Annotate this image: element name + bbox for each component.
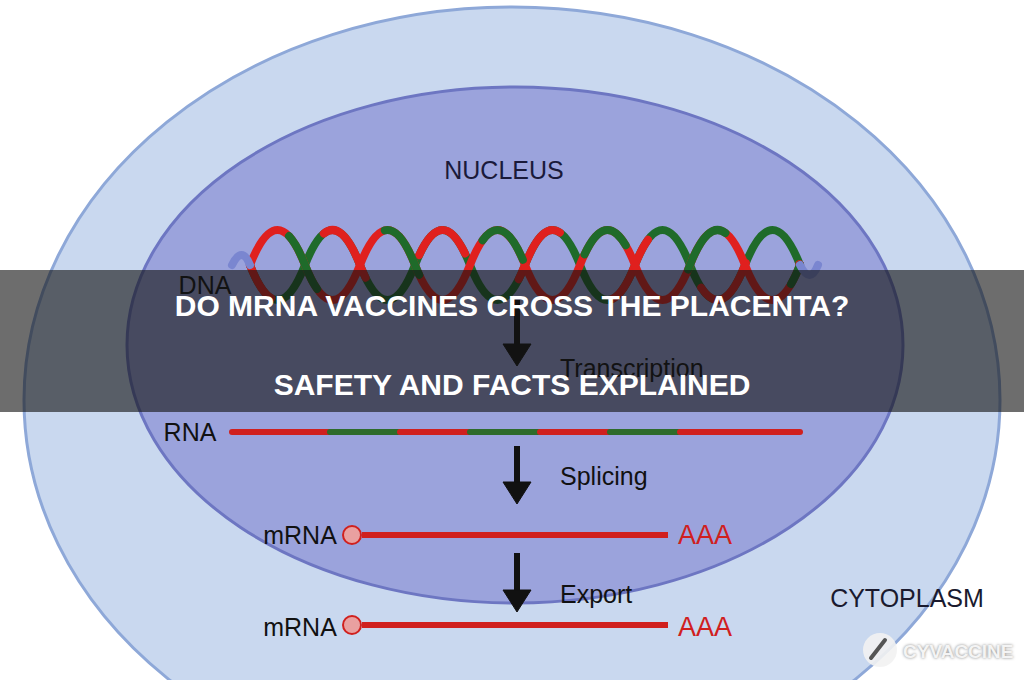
rna-segment [232,429,330,435]
mrna-line [362,622,668,628]
process-label: Splicing [560,462,648,491]
rna-segment [330,429,400,435]
page-title: DO MRNA VACCINES CROSS THE PLACENTA? [175,289,849,323]
mrna-line [362,532,668,538]
ellipse-fill [24,7,1000,680]
subtitle: SAFETY AND FACTS EXPLAINED [274,368,751,402]
process-label: AAA [678,520,732,551]
process-label: Export [560,580,632,609]
process-label: RNA [164,418,217,447]
arrow-shaft [514,446,520,484]
mrna-cap [343,616,361,634]
rna-segment [470,429,540,435]
rna-segment [540,429,610,435]
process-label: mRNA [263,521,337,550]
ellipse-fill [127,87,903,603]
logo-mark [871,640,885,658]
rna-segment [680,429,800,435]
region-label: CYTOPLASM [830,584,984,613]
arrow-shaft [514,553,520,592]
process-label: mRNA [263,613,337,642]
process-label: AAA [678,612,732,643]
watermark-logo [863,633,897,667]
region-label: NUCLEUS [444,156,563,185]
rna-segment [610,429,680,435]
rna-strand [232,429,800,435]
rna-segment [400,429,470,435]
logo-circle [863,633,897,667]
watermark: CYVACCINE [903,641,1014,663]
mrna-cap [343,526,361,544]
